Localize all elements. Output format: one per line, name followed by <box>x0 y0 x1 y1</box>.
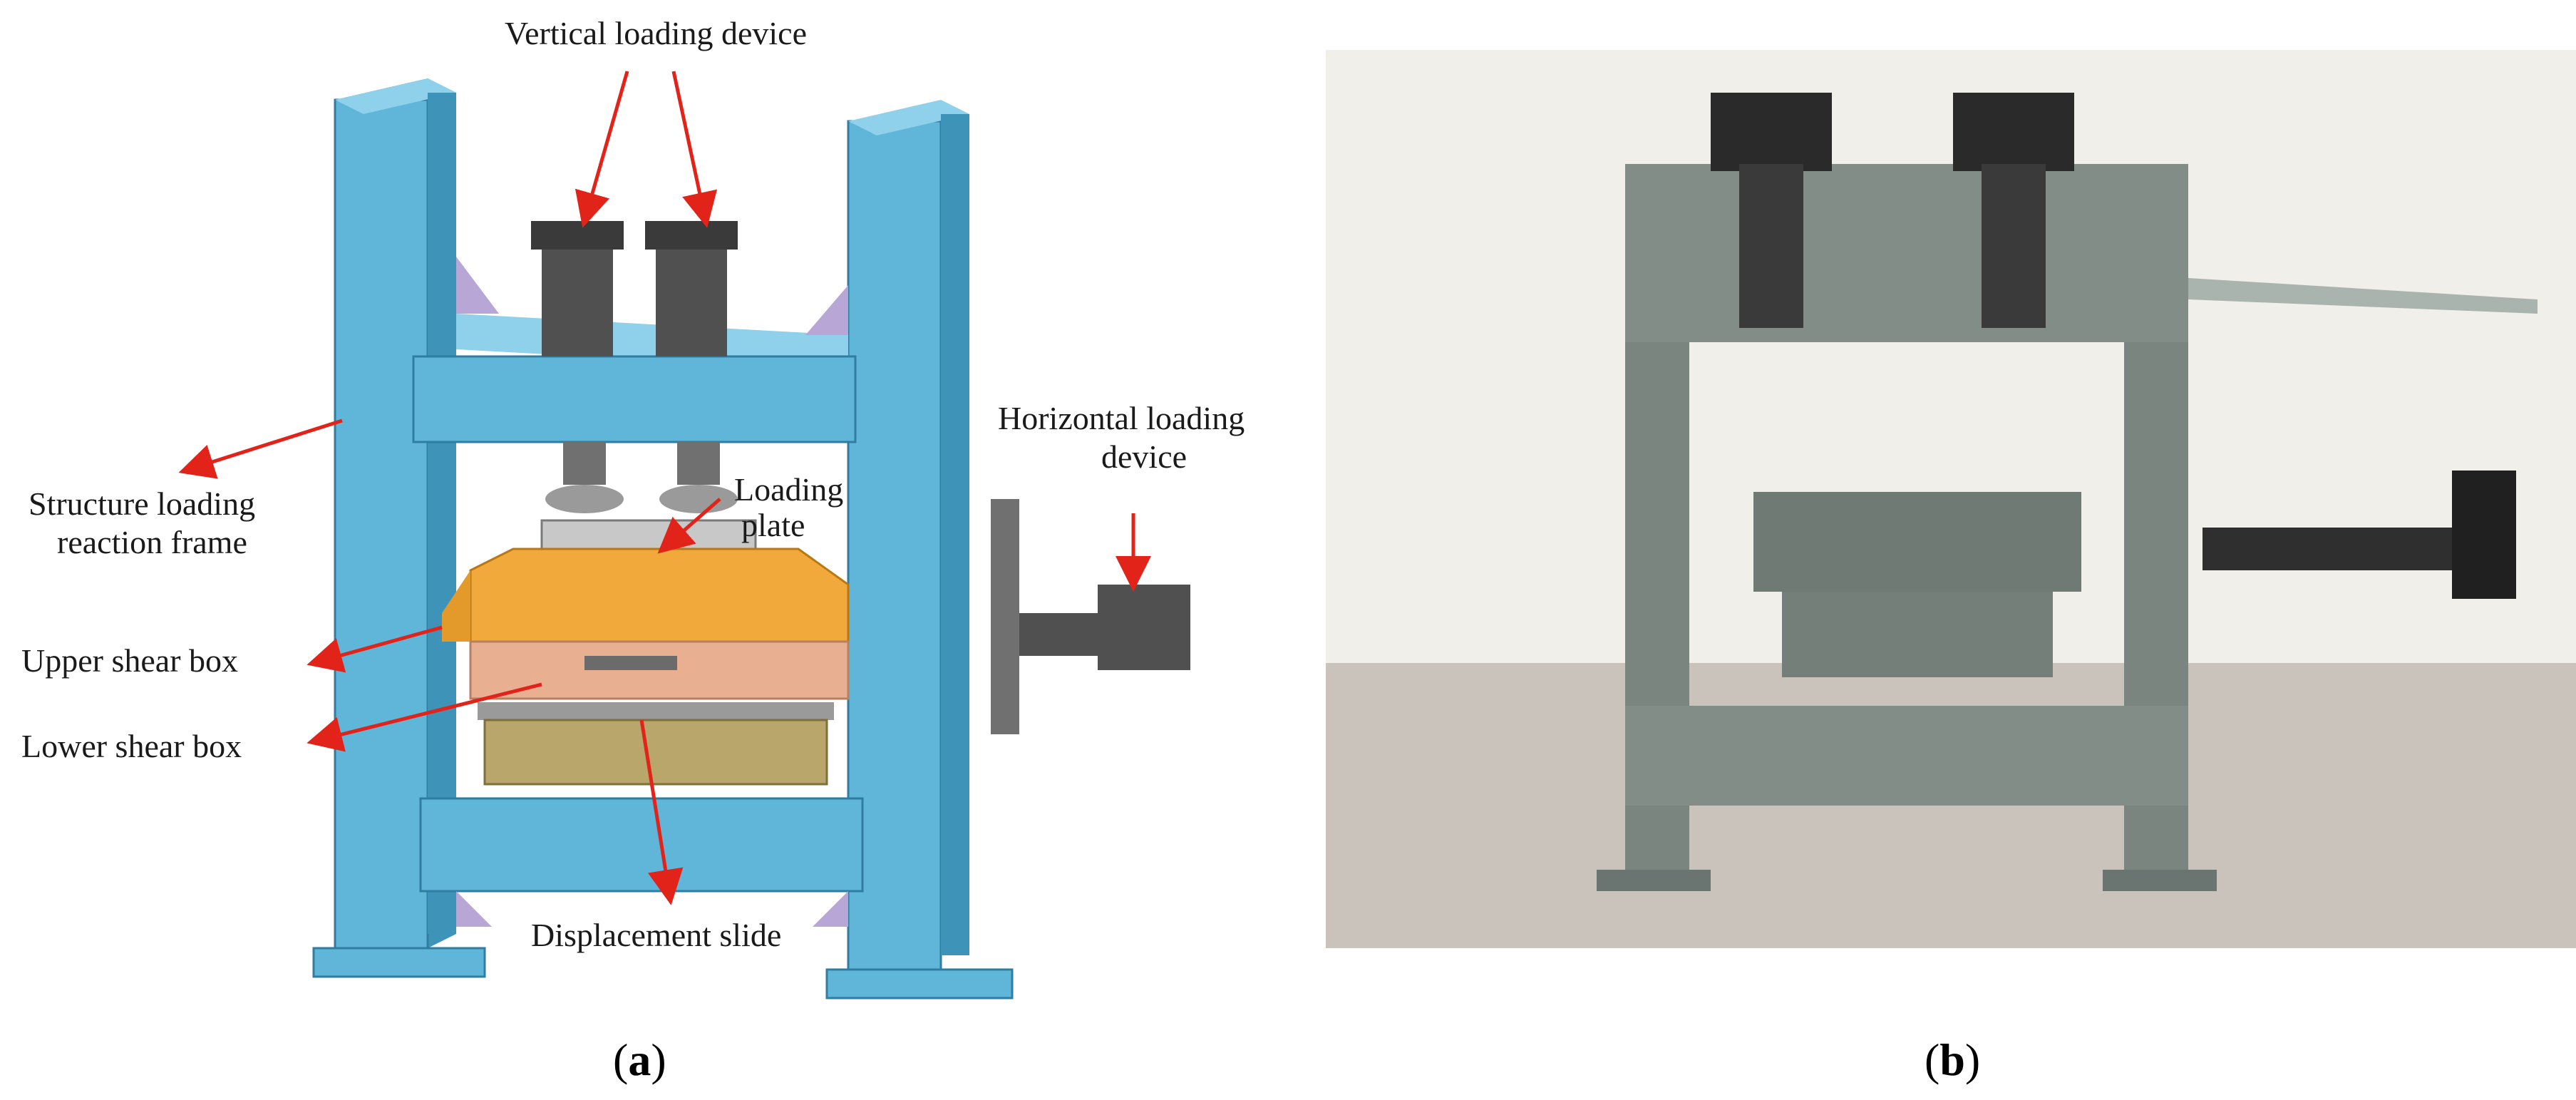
bottom-beam <box>419 797 864 927</box>
panel-b-photograph: (b) <box>1326 0 2576 1100</box>
left-frame-column <box>312 78 486 978</box>
label-horizontal-loading-line2: device <box>1101 438 1187 475</box>
callout-arrows <box>178 71 1151 905</box>
label-structure-frame-line1: Structure loading <box>29 485 256 522</box>
schematic-drawing <box>178 71 1190 999</box>
photo-frame-structure <box>1597 93 2217 891</box>
lower-shear-box-shape <box>469 640 850 700</box>
vertical-actuators <box>531 221 738 513</box>
label-displacement-slide: Displacement slide <box>531 917 782 953</box>
label-upper-shear-box: Upper shear box <box>21 642 239 679</box>
label-loading-plate-line2: plate <box>741 507 805 543</box>
upper-shear-box-shape <box>442 548 850 643</box>
label-loading-plate-line1: Loading <box>734 471 844 508</box>
label-lower-shear-box: Lower shear box <box>21 728 242 764</box>
label-horizontal-loading-line1: Horizontal loading <box>998 400 1245 436</box>
top-cross-beam <box>412 257 857 443</box>
horizontal-actuator <box>991 499 1190 734</box>
caption-a: (a) <box>613 1034 666 1085</box>
photo-horizontal-actuator <box>2188 278 2538 599</box>
right-frame-column <box>825 100 1014 999</box>
caption-b: (b) <box>1925 1034 1981 1085</box>
label-vertical-loading-device: Vertical loading device <box>504 15 808 51</box>
panel-a-schematic: Vertical loading device Structure loadin… <box>21 15 1245 1085</box>
loading-plate-shape <box>540 519 757 550</box>
apparatus-photo <box>1326 50 2576 948</box>
displacement-slide-shape <box>478 702 834 786</box>
label-structure-frame-line2: reaction frame <box>57 524 247 560</box>
